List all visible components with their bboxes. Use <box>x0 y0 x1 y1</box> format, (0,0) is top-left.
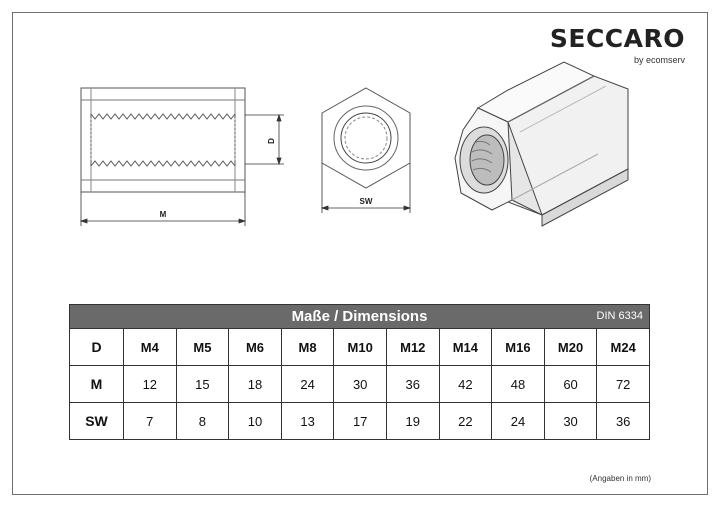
table-cell: 36 <box>385 365 440 403</box>
front-view <box>321 87 411 189</box>
dimension-d <box>245 113 284 166</box>
din-code: DIN 6334 <box>596 310 643 322</box>
table-cell: 18 <box>228 365 282 403</box>
technical-drawing: D M SW <box>79 61 629 227</box>
table-cell: 19 <box>385 402 440 440</box>
brand-subtitle: by ecomserv <box>633 55 685 65</box>
table-cell: 30 <box>543 402 598 440</box>
isometric-view <box>454 61 629 227</box>
table-cell: M10 <box>333 328 387 366</box>
table-cell: M4 <box>123 328 177 366</box>
table-cell: 36 <box>596 402 650 440</box>
table-title-cell: Maße / Dimensions DIN 6334 <box>69 304 650 329</box>
dimension-m <box>79 192 247 226</box>
table-cell: M5 <box>175 328 230 366</box>
thread-bottom <box>90 160 236 167</box>
table-cell: 48 <box>491 365 545 403</box>
table-cell: M24 <box>596 328 650 366</box>
table-title: Maße / Dimensions <box>291 308 428 325</box>
table-row-d: D M4 M5 M6 M8 M10 M12 M14 M16 M20 M24 <box>69 328 650 366</box>
side-view-outline <box>80 87 246 193</box>
table-cell: 72 <box>596 365 650 403</box>
table-cell: 30 <box>333 365 387 403</box>
brand-name: SECCARO <box>549 24 685 53</box>
table-cell: 60 <box>543 365 598 403</box>
table-cell: 12 <box>123 365 177 403</box>
hex-chamfer-circle <box>333 105 399 171</box>
table-row-sw: SW 7 8 10 13 17 19 22 24 30 36 <box>69 402 650 440</box>
table-cell: 24 <box>491 402 545 440</box>
table-cell: 7 <box>123 402 177 440</box>
table-cell: M6 <box>228 328 282 366</box>
table-cell: 13 <box>280 402 335 440</box>
label-d: D <box>267 138 276 144</box>
table-cell: 15 <box>175 365 230 403</box>
table-row-m: M 12 15 18 24 30 36 42 48 60 72 <box>69 365 650 403</box>
table-cell: 22 <box>438 402 493 440</box>
thread-top <box>90 113 236 120</box>
table-cell: 10 <box>228 402 282 440</box>
table-title-row: Maße / Dimensions DIN 6334 <box>69 304 650 329</box>
table-cell: 42 <box>438 365 493 403</box>
thread-minor-circle <box>344 116 388 160</box>
dimensions-table: Maße / Dimensions DIN 6334 D M4 M5 M6 M8… <box>69 304 650 440</box>
table-cell: M12 <box>385 328 440 366</box>
hex-outline <box>321 87 411 189</box>
label-sw: SW <box>360 197 373 206</box>
row-head-sw: SW <box>69 402 124 440</box>
table-cell: M14 <box>438 328 493 366</box>
table-cell: 8 <box>175 402 230 440</box>
table-cell: 24 <box>280 365 335 403</box>
units-note: (Angaben in mm) <box>589 474 651 483</box>
side-view <box>80 87 246 193</box>
brand-logo: SECCARO by ecomserv <box>550 24 685 65</box>
table-cell: 17 <box>333 402 387 440</box>
table-cell: M8 <box>280 328 335 366</box>
row-head-d: D <box>69 328 124 366</box>
table-cell: M16 <box>491 328 545 366</box>
row-head-m: M <box>69 365 124 403</box>
thread-major-circle <box>340 112 392 164</box>
drawing-frame <box>12 12 708 495</box>
table-cell: M20 <box>543 328 598 366</box>
label-m: M <box>160 210 167 219</box>
dimension-sw <box>320 163 412 213</box>
